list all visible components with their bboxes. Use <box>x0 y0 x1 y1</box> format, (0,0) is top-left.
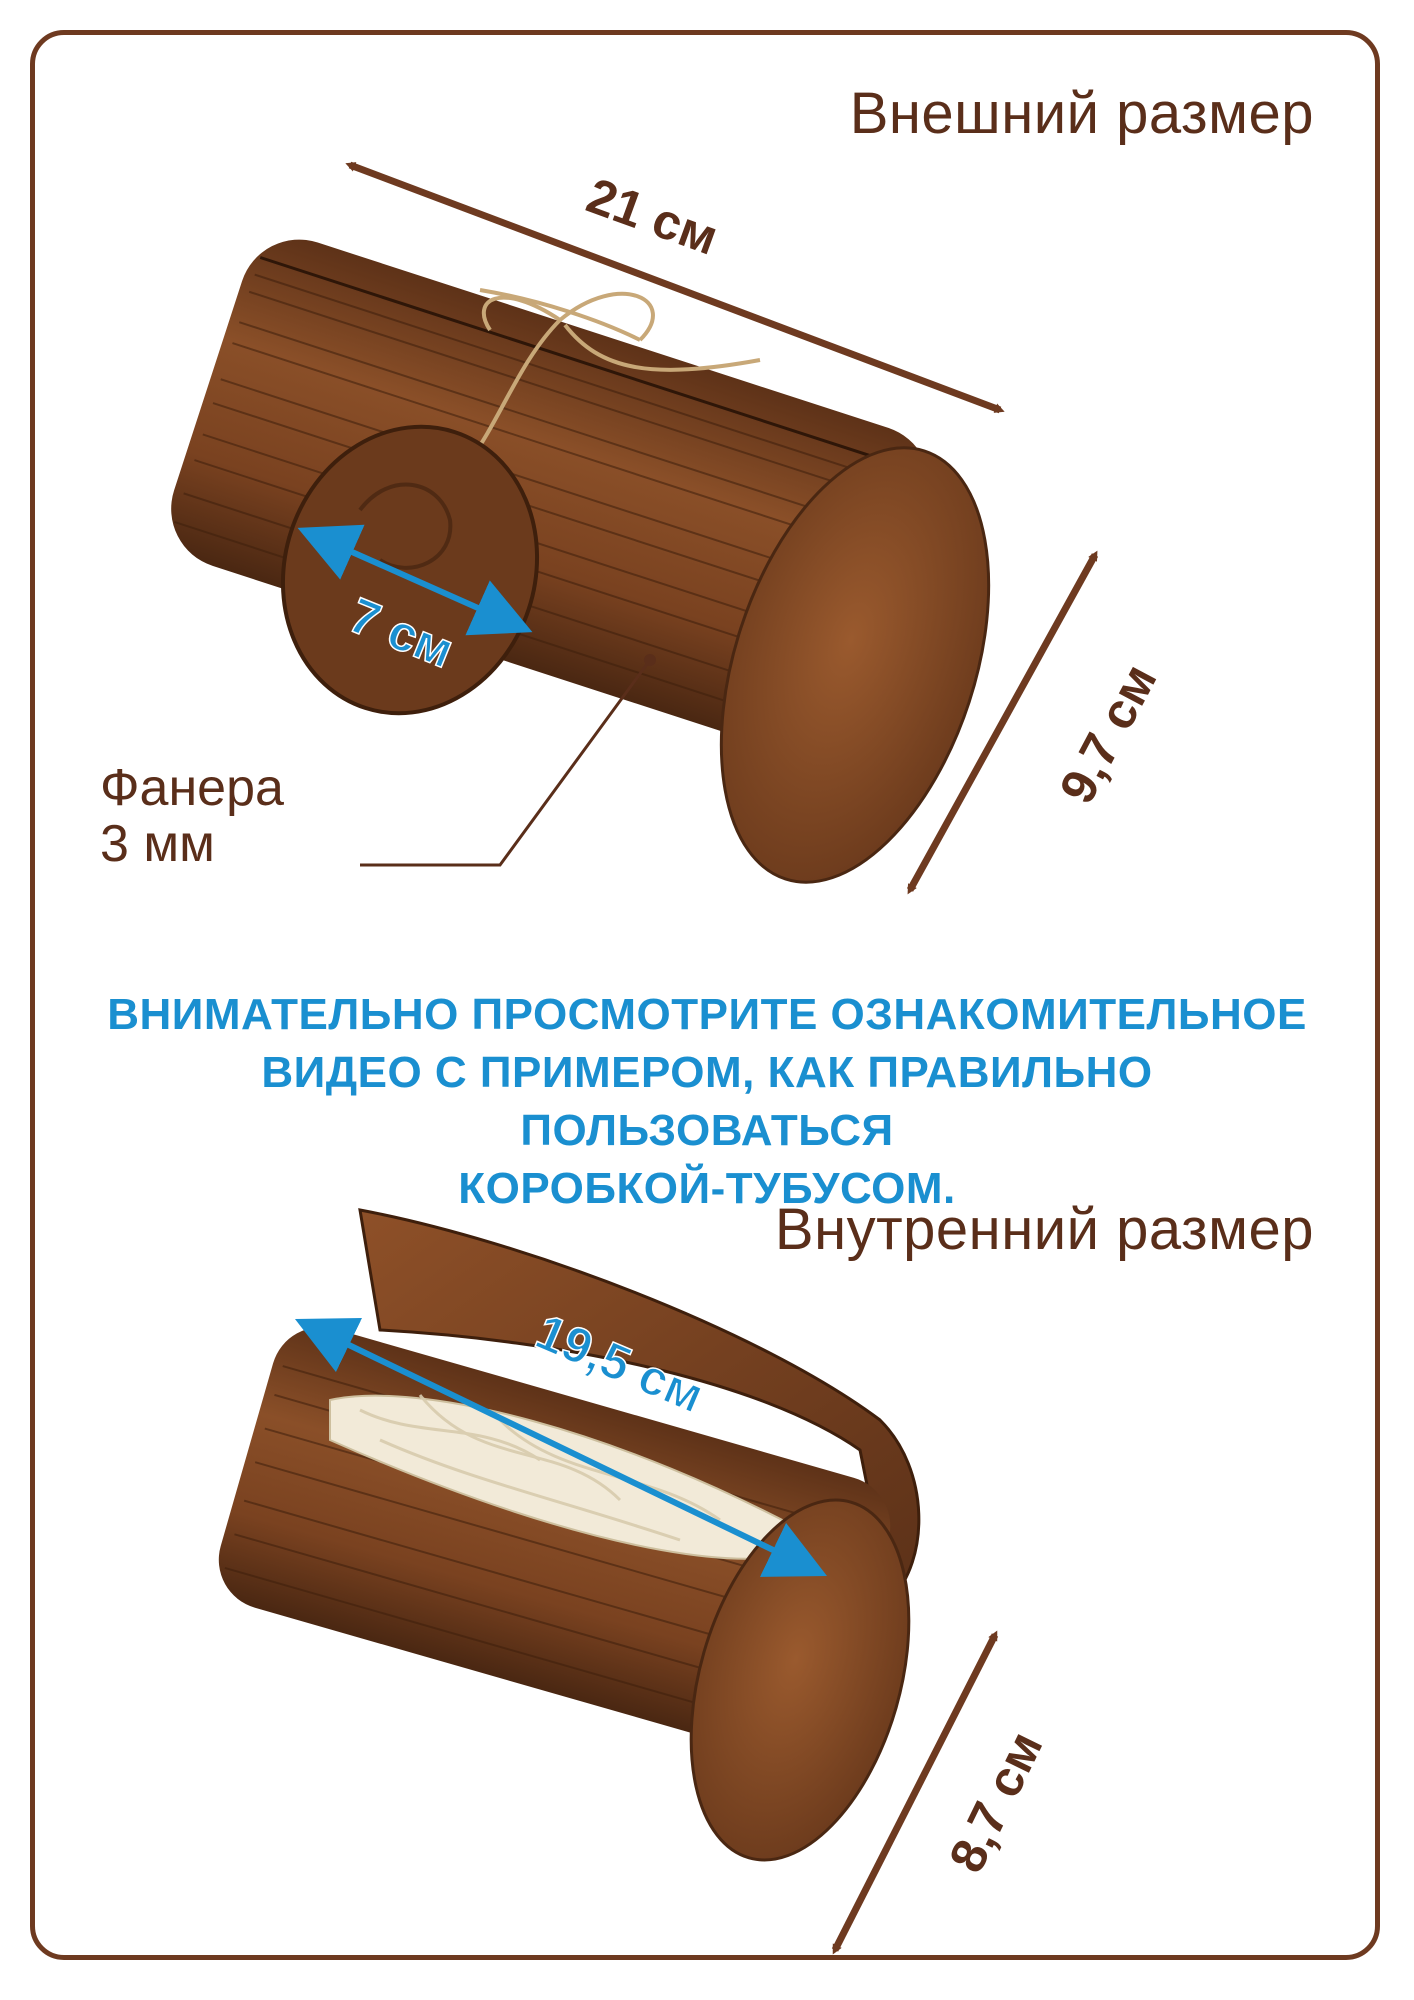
inner-diameter-arrow <box>831 1630 999 1955</box>
material-thickness: 3 мм <box>100 815 215 873</box>
outer-diameter-arrow <box>906 550 1099 895</box>
notice-line-2: ВИДЕО С ПРИМЕРОМ, КАК ПРАВИЛЬНО ПОЛЬЗОВА… <box>261 1048 1153 1155</box>
inner-size-title: Внутренний размер <box>774 1197 1314 1262</box>
inner-tube-box <box>218 1208 921 1862</box>
notice-line-3: КОРОБКОЙ-ТУБУСОМ. <box>458 1164 956 1213</box>
outer-diameter-label: 9,7 см <box>1049 655 1168 812</box>
outer-length-arrow <box>345 161 1005 414</box>
inner-length-arrow <box>294 1318 828 1577</box>
material-label: Фанера 3 мм <box>100 760 284 872</box>
page-frame <box>30 30 1380 1960</box>
material-name: Фанера <box>100 759 284 817</box>
outer-length-label: 21 см <box>580 167 725 266</box>
material-leader-dot <box>644 654 656 666</box>
video-notice: ВНИМАТЕЛЬНО ПРОСМОТРИТЕ ОЗНАКОМИТЕЛЬНОЕ … <box>90 986 1324 1218</box>
outer-size-title: Внешний размер <box>849 81 1314 146</box>
notice-line-1: ВНИМАТЕЛЬНО ПРОСМОТРИТЕ ОЗНАКОМИТЕЛЬНОЕ <box>107 990 1307 1039</box>
inner-diameter-label: 8,7 см <box>938 1723 1053 1881</box>
tag-width-arrow <box>297 524 533 636</box>
material-leader-line <box>360 659 652 867</box>
